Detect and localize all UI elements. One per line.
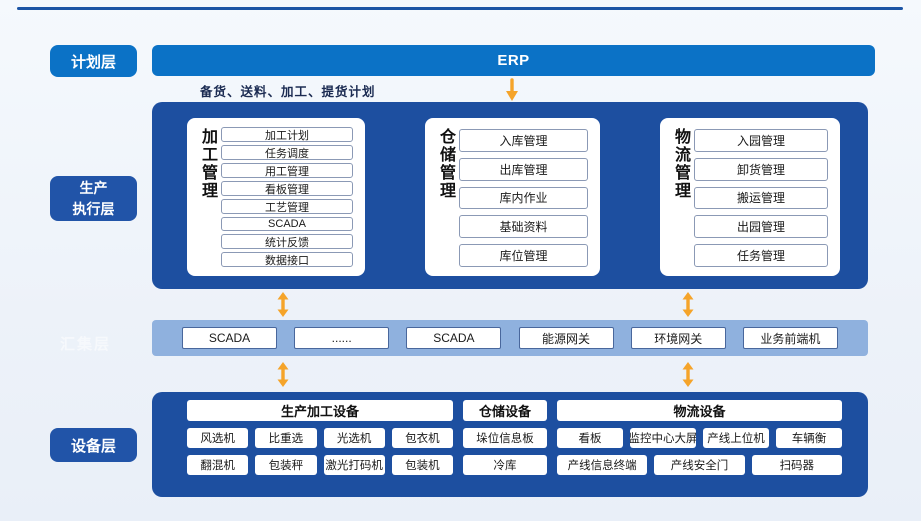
logistics-panel: 物流管理 入园管理卸货管理搬运管理出园管理任务管理 [660, 118, 840, 276]
device-item: 包装机 [391, 455, 453, 475]
production-equipment-row2: 翻混机包装秤激光打码机包装机 [187, 455, 453, 475]
device-item: 车辆衡 [776, 428, 842, 448]
device-item: 产线信息终端 [557, 455, 648, 475]
execution-label-line1: 生产 [79, 180, 108, 197]
logistics-panel-title: 物流管理 [672, 128, 689, 200]
warehouse-panel: 仓储管理 入库管理出库管理库内作业基础资料库位管理 [425, 118, 600, 276]
updown-arrow-icon [679, 291, 697, 318]
logistics-equipment-row2: 产线信息终端产线安全门扫码器 [557, 455, 842, 475]
device-item: 产线上位机 [703, 428, 769, 448]
plan-flow-note: 备货、送料、加工、提货计划 [200, 85, 376, 99]
device-layer-tag: 设备层 [50, 428, 137, 462]
execution-label-line2: 执行层 [72, 200, 115, 217]
logistics-equipment-row1: 看板监控中心大屏产线上位机车辆衡 [557, 428, 842, 448]
device-item: 监控中心大屏 [630, 428, 696, 448]
warehouse-module-list: 入库管理出库管理库内作业基础资料库位管理 [459, 127, 588, 267]
module-item: 卸货管理 [694, 157, 828, 181]
processing-panel-title: 加工管理 [199, 128, 216, 200]
device-item: 翻混机 [187, 455, 249, 475]
logistics-equipment-group: 物流设备 看板监控中心大屏产线上位机车辆衡 产线信息终端产线安全门扫码器 [557, 400, 842, 497]
erp-label: ERP [497, 52, 530, 69]
warehouse-equipment-row2: 冷库 [463, 455, 547, 475]
module-item: 任务管理 [694, 244, 828, 267]
warehouse-equipment-header: 仓储设备 [463, 400, 547, 421]
aggregation-node: 业务前端机 [742, 327, 838, 349]
device-item: 包衣机 [391, 428, 453, 448]
module-item: 基础资料 [459, 215, 588, 239]
module-item: 搬运管理 [694, 186, 828, 210]
down-arrow-icon [503, 78, 521, 102]
warehouse-equipment-row1: 垛位信息板 [463, 428, 547, 448]
module-item: SCADA [221, 217, 353, 231]
planning-layer-tag: 计划层 [50, 45, 137, 77]
aggregation-node: SCADA [182, 327, 277, 349]
module-item: 任务调度 [221, 145, 353, 160]
module-item: 统计反馈 [221, 234, 353, 249]
production-equipment-row1: 风选机比重选光选机包衣机 [187, 428, 453, 448]
device-item: 包装秤 [255, 455, 317, 475]
device-item: 扫码器 [751, 455, 842, 475]
module-item: 工艺管理 [221, 199, 353, 214]
aggregation-node: ...... [294, 327, 390, 349]
device-layer-box: 生产加工设备 风选机比重选光选机包衣机 翻混机包装秤激光打码机包装机 仓储设备 … [152, 392, 868, 497]
device-item: 冷库 [463, 455, 547, 475]
device-layer-label: 设备层 [70, 437, 116, 455]
production-equipment-group: 生产加工设备 风选机比重选光选机包衣机 翻混机包装秤激光打码机包装机 [187, 400, 453, 497]
device-item: 激光打码机 [323, 455, 385, 475]
device-item: 光选机 [323, 428, 385, 448]
production-equipment-header: 生产加工设备 [187, 400, 453, 421]
module-item: 加工计划 [221, 127, 353, 142]
aggregation-node: 环境网关 [630, 327, 726, 349]
aggregation-node: 能源网关 [518, 327, 614, 349]
execution-layer-label: 生产 执行层 [73, 178, 115, 219]
erp-bar: ERP [152, 45, 875, 76]
device-item: 风选机 [187, 428, 249, 448]
aggregation-band: SCADA...... SCADA 能源网关环境网关业务前端机 [152, 320, 868, 356]
module-item: 入库管理 [459, 129, 588, 152]
device-item: 看板 [557, 428, 623, 448]
logistics-module-list: 入园管理卸货管理搬运管理出园管理任务管理 [694, 127, 828, 267]
device-item: 垛位信息板 [463, 428, 547, 448]
module-item: 库内作业 [459, 186, 588, 210]
execution-layer-tag: 生产 执行层 [50, 176, 137, 221]
device-item: 比重选 [255, 428, 317, 448]
warehouse-panel-title: 仓储管理 [437, 128, 454, 200]
updown-arrow-icon [274, 291, 292, 318]
processing-panel: 加工管理 加工计划任务调度用工管理看板管理工艺管理 SCADA 统计反馈数据接口 [187, 118, 365, 276]
top-divider-rule [17, 7, 903, 10]
module-item: 出库管理 [459, 157, 588, 181]
planning-layer-label: 计划层 [70, 53, 116, 71]
module-item: 用工管理 [221, 163, 353, 178]
updown-arrow-icon [679, 361, 697, 388]
warehouse-equipment-group: 仓储设备 垛位信息板 冷库 [463, 400, 547, 497]
aggregation-layer-label: 汇集层 [60, 336, 112, 353]
logistics-equipment-header: 物流设备 [557, 400, 842, 421]
module-item: 数据接口 [221, 252, 353, 267]
processing-module-list: 加工计划任务调度用工管理看板管理工艺管理 SCADA 统计反馈数据接口 [221, 127, 353, 267]
aggregation-node: SCADA [406, 327, 502, 349]
module-item: 入园管理 [694, 129, 828, 152]
module-item: 库位管理 [459, 244, 588, 267]
module-item: 看板管理 [221, 181, 353, 196]
execution-layer-box: 加工管理 加工计划任务调度用工管理看板管理工艺管理 SCADA 统计反馈数据接口 仓… [152, 102, 868, 289]
device-item: 产线安全门 [654, 455, 745, 475]
module-item: 出园管理 [694, 215, 828, 239]
updown-arrow-icon [274, 361, 292, 388]
